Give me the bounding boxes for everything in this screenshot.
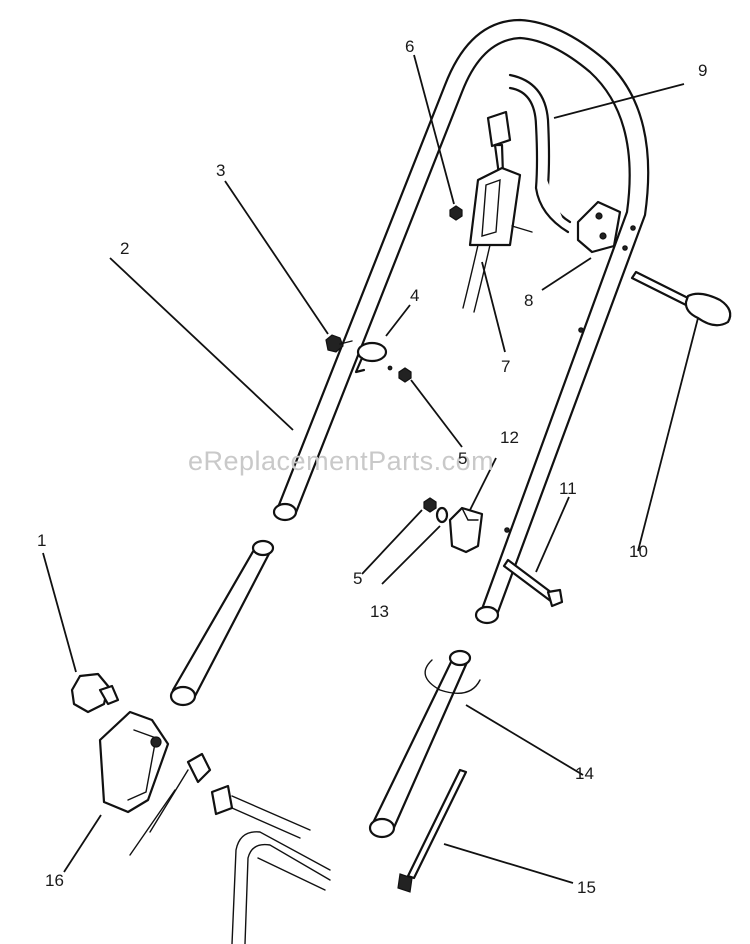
callout-5-upper: 5 (458, 449, 467, 468)
lower-tube-left (169, 539, 275, 707)
watermark-text: eReplacementParts.com (188, 446, 494, 476)
callout-2: 2 (120, 239, 129, 258)
washer-part-13 (435, 506, 449, 524)
nut-part-5-lower (423, 497, 437, 513)
callout-13: 13 (370, 602, 389, 621)
callout-8: 8 (524, 291, 533, 310)
callout-5-lower: 5 (353, 569, 362, 588)
callout-4: 4 (410, 286, 419, 305)
callout-15: 15 (577, 878, 596, 897)
rod-part-15 (397, 768, 468, 893)
clip-part-4 (354, 341, 388, 374)
block-part-12 (448, 506, 484, 554)
lower-tube-part-14 (368, 649, 481, 839)
leader-lines (42, 54, 699, 884)
bolt-part-10 (630, 270, 732, 327)
callout-1: 1 (37, 531, 46, 550)
callout-11: 11 (559, 479, 577, 498)
callout-9: 9 (698, 61, 707, 80)
plate-bottom (129, 752, 331, 944)
screw-part-3 (325, 334, 353, 353)
callout-12: 12 (500, 428, 519, 447)
cable-clamp-part-8 (576, 200, 622, 254)
nut-part-6 (449, 205, 463, 221)
control-lever-part-7 (462, 110, 533, 313)
cable-part-9 (508, 73, 572, 234)
nut-part-5-upper (387, 365, 412, 383)
callout-10: 10 (629, 542, 648, 561)
knob-part-1 (70, 672, 120, 714)
callout-6: 6 (405, 37, 414, 56)
carriage-bolt-part-11 (502, 558, 564, 608)
callout-3: 3 (216, 161, 225, 180)
bracket-part-16 (98, 710, 170, 814)
callout-14: 14 (575, 764, 594, 783)
callout-7: 7 (501, 357, 510, 376)
callout-16: 16 (45, 871, 64, 890)
